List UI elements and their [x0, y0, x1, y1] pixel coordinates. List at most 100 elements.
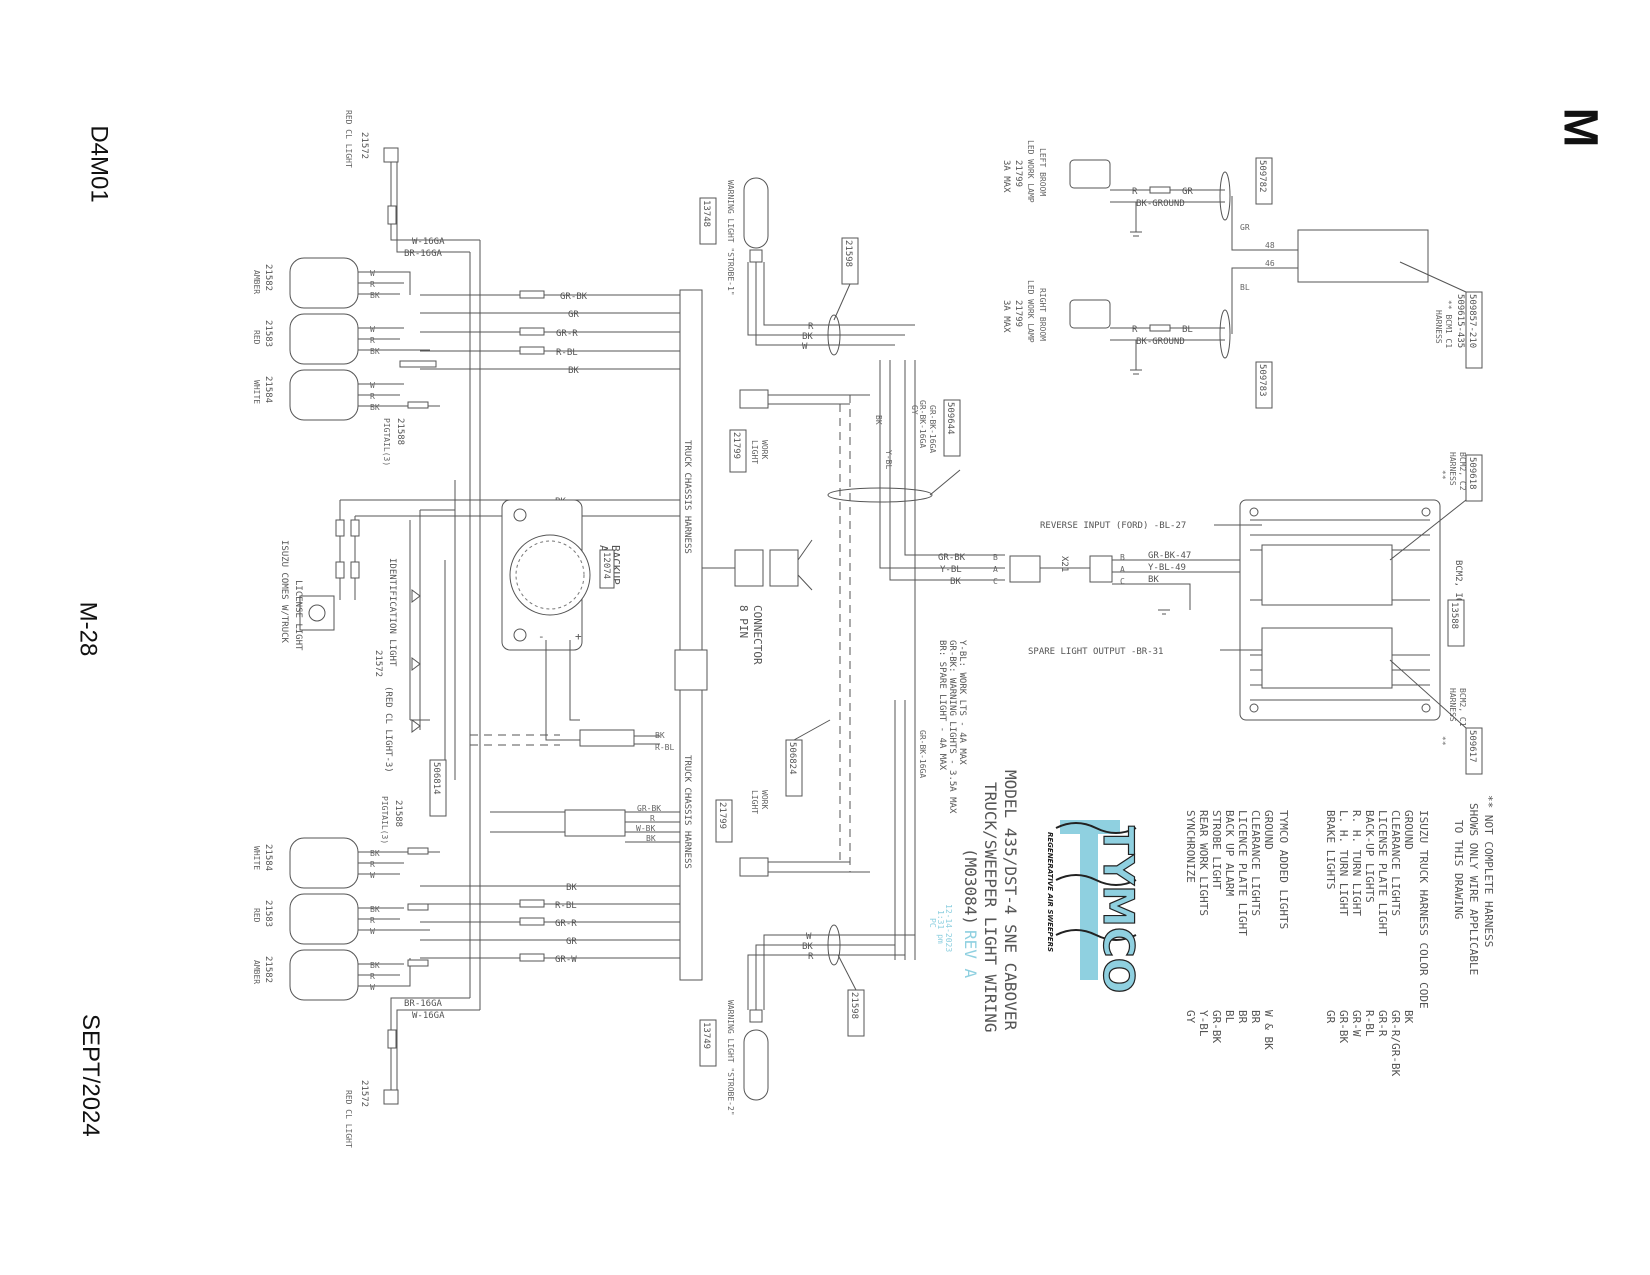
svg-text:GR: GR	[1240, 223, 1250, 232]
x21-label: X21	[1059, 556, 1069, 572]
left-broom-label-2: LED WORK LAMP	[1026, 140, 1035, 203]
8-pin-label-2: CONNECTOR	[751, 605, 764, 665]
x21-in-bk: BK	[950, 577, 961, 587]
svg-text:+: +	[575, 630, 582, 643]
id-light-part: 21572	[373, 650, 383, 677]
lamp-label-red-top: RED	[252, 330, 261, 345]
wire-gr-r-bottom: GR-R	[555, 919, 577, 929]
svg-text:B: B	[1120, 553, 1125, 562]
lower-wire-r: R	[650, 814, 655, 823]
svg-text:R: R	[808, 952, 814, 962]
bcm1-c1-connector	[1297, 229, 1429, 283]
wire-gr-r-top: GR-R	[556, 329, 578, 339]
svg-text:R: R	[370, 860, 375, 869]
chassis-harness-label-top: TRUCK CHASSIS HARNESS	[682, 440, 692, 554]
title-date: 12-14-2023	[944, 904, 953, 952]
x21-out-y-bl-49: Y-BL-49	[1148, 563, 1186, 573]
strobe-1-light	[743, 177, 769, 249]
wire-r-bl-bottom: R-BL	[555, 901, 577, 911]
harness-w-16ga-top: W-16GA	[412, 237, 445, 247]
svg-text:BK: BK	[370, 291, 380, 300]
chassis-harness-connector	[674, 649, 708, 691]
broom-left-ground: BK-GROUND	[1136, 199, 1185, 209]
wire-gr-w-bottom: GR-W	[555, 955, 577, 965]
8-pin-connector-half-a	[734, 549, 764, 587]
isuzu-code: GR-R	[1376, 1010, 1389, 1037]
tymco-name: SYNCHRONIZE	[1184, 810, 1197, 883]
lamp-red-bottom	[289, 893, 359, 945]
id-light-label: IDENTIFICATION LIGHT	[387, 558, 397, 667]
alarm-wire-bk: BK	[655, 731, 665, 740]
left-broom-part: 21799	[1013, 160, 1023, 187]
bcm1-part-2: 509615-435	[1455, 294, 1465, 348]
load-line-2: GR-BK: WARNING LIGHTS - 3.5A MAX	[947, 640, 957, 814]
isuzu-code: GR-BK	[1337, 1010, 1350, 1043]
svg-text:R: R	[370, 916, 375, 925]
svg-text:21598: 21598	[849, 992, 859, 1019]
part-509783: 509783	[1257, 364, 1267, 397]
part-509644: 509644	[945, 402, 955, 435]
abcd-connector	[564, 809, 626, 837]
lamp-part-21584-bottom: 21584	[263, 844, 273, 871]
svg-text:R: R	[370, 972, 375, 981]
svg-text:BK: BK	[370, 905, 380, 914]
red-cl-light-part-bottom: 21572	[359, 1080, 369, 1107]
tymco-code: W & BK	[1262, 1010, 1275, 1050]
tymco-name: STROBE LIGHT	[1210, 810, 1223, 890]
x21-out-bk: BK	[1148, 575, 1159, 585]
backup-alarm-part: 12074	[601, 552, 611, 579]
wire-r-bl-top: R-BL	[556, 348, 578, 358]
bcm1-pin-48: 48	[1265, 241, 1275, 250]
svg-text:W: W	[370, 269, 375, 278]
lamp-label-white-bottom: WHITE	[252, 846, 261, 870]
svg-text:BK: BK	[874, 415, 883, 425]
isuzu-code: GR-R/GR-BK	[1389, 1010, 1402, 1077]
part-21598-top: 21598	[843, 240, 853, 267]
harness-w-16ga-bottom: W-16GA	[412, 1011, 445, 1021]
broom-left-gr: GR	[1182, 187, 1193, 197]
strobe1-wire-bk: BK	[802, 332, 813, 342]
wire-gr-bk-top: GR-BK	[560, 292, 588, 302]
tymco-name: LICENCE PLATE LIGHT	[1236, 810, 1249, 936]
svg-text:-: -	[538, 630, 545, 643]
lamp-part-21584-top: 21584	[263, 376, 273, 403]
lamp-red-top	[289, 313, 359, 365]
svg-text:BK: BK	[370, 961, 380, 970]
bcm2-c1-note: **	[1438, 736, 1447, 746]
8-pin-label-1: 8 PIN	[737, 605, 750, 638]
part-506824: 506824	[787, 742, 797, 775]
center-gr-bk-16ga-lower: GR-BK-16GA	[918, 730, 927, 778]
part-509782: 509782	[1257, 160, 1267, 193]
work-light-top	[739, 389, 769, 409]
strobe1-label: WARNING LIGHT "STROBE-1"	[726, 180, 735, 296]
lamp-label-white-top: WHITE	[252, 380, 261, 404]
title-rev: REV A	[961, 930, 980, 979]
part-506814: 506814	[431, 762, 441, 795]
bcm1-part-1: 509857-210	[1467, 294, 1477, 348]
right-broom-label-2: LED WORK LAMP	[1026, 280, 1035, 343]
title-line-3: (M03084)	[961, 848, 980, 925]
svg-text:GY: GY	[910, 405, 919, 415]
wire-bk-top: BK	[568, 366, 579, 376]
left-broom-lamp	[1069, 159, 1111, 189]
bcm2-c2-note: **	[1438, 470, 1447, 480]
svg-text:BK: BK	[370, 849, 380, 858]
red-cl-light-top	[383, 147, 399, 163]
lamp-white-bottom	[289, 837, 359, 889]
strobe1-wire-w: W	[802, 342, 808, 352]
bottom-trunk-wires	[420, 885, 680, 962]
load-line-3: BR: SPARE LIGHT - 4A MAX	[937, 640, 947, 771]
red-cl-light-part-top: 21572	[359, 132, 369, 159]
lamp-label-amber-bottom: AMBER	[252, 960, 261, 984]
svg-text:BK: BK	[370, 347, 380, 356]
tymco-code: GY	[1184, 1010, 1197, 1024]
svg-text:W: W	[370, 871, 375, 880]
pin-a: A	[993, 565, 998, 574]
svg-text:Y-BL: Y-BL	[884, 450, 893, 469]
lamp-part-21582-top: 21582	[263, 264, 273, 291]
svg-text:R: R	[370, 336, 375, 345]
x21-connector	[1009, 555, 1041, 583]
broom-left-r: R	[1132, 187, 1138, 197]
